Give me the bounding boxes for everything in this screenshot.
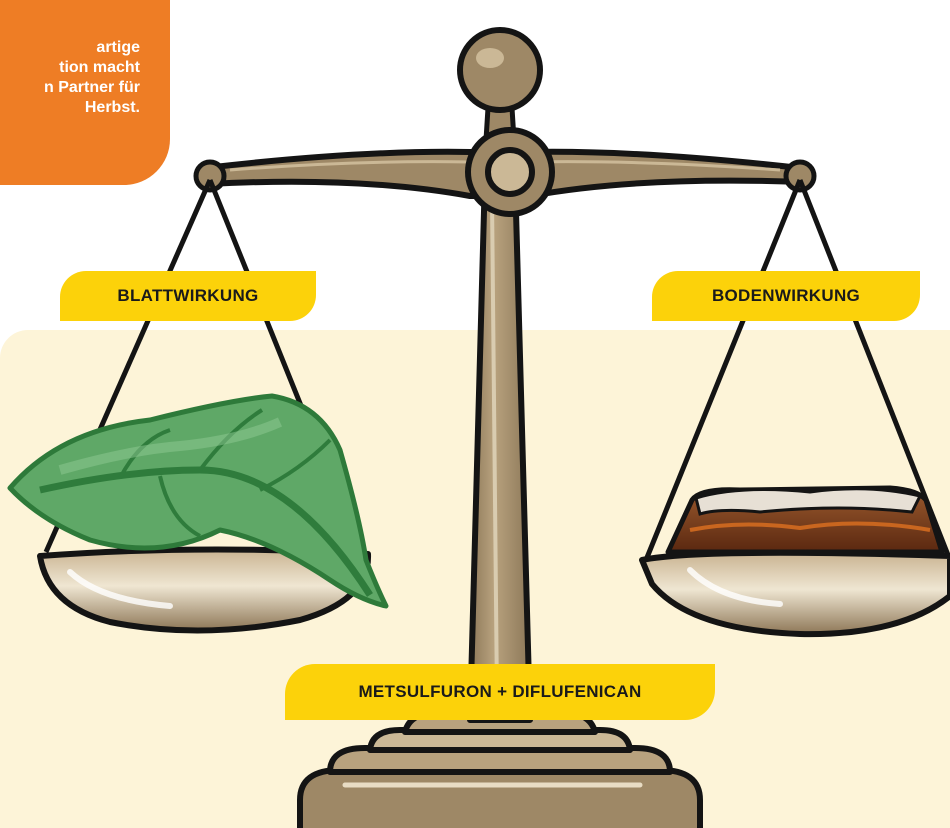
label-bodenwirkung: BODENWIRKUNG <box>652 271 920 321</box>
scale-base <box>300 712 700 828</box>
callout-line-3: n Partner für <box>0 78 140 98</box>
label-active-ingredients: METSULFURON + DIFLUFENICAN <box>285 664 715 720</box>
callout-line-4: Herbst. <box>0 98 140 118</box>
intro-callout: artige tion macht n Partner für Herbst. <box>0 0 170 185</box>
right-pan <box>642 553 950 634</box>
intro-callout-text: artige tion macht n Partner für Herbst. <box>0 38 140 118</box>
scale-post <box>470 175 530 720</box>
callout-line-1: artige <box>0 38 140 58</box>
callout-line-2: tion macht <box>0 58 140 78</box>
scale-top-knob <box>460 30 540 110</box>
soil-pile-icon <box>668 488 942 552</box>
label-blattwirkung: BLATTWIRKUNG <box>60 271 316 321</box>
